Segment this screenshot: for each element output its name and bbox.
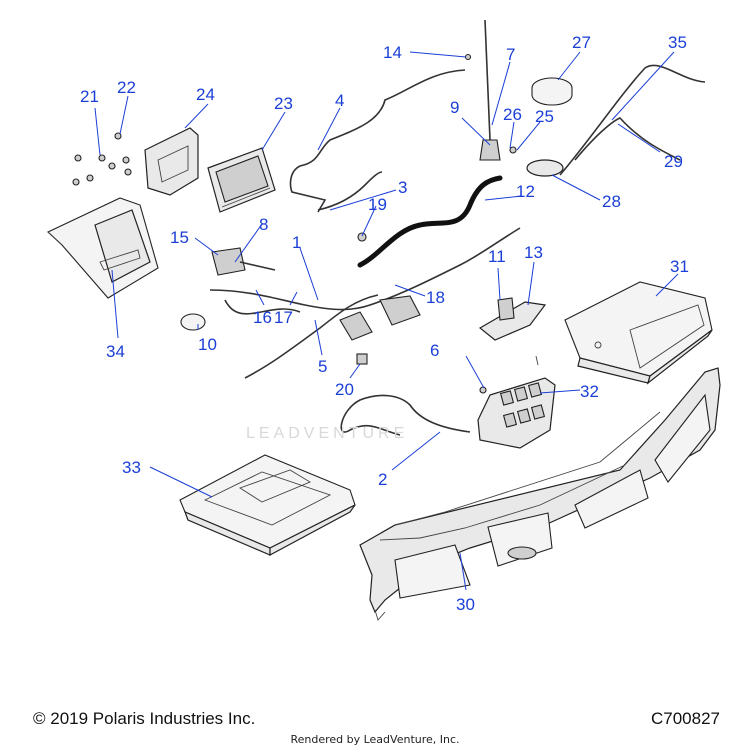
callout-30: 30 <box>456 595 475 614</box>
callout-7: 7 <box>506 45 515 64</box>
callout-17: 17 <box>274 308 293 327</box>
callout-21: 21 <box>80 87 99 106</box>
part-25-26-hardware <box>509 146 517 154</box>
callout-18: 18 <box>426 288 445 307</box>
callout-35: 35 <box>668 33 687 52</box>
callout-33: 33 <box>122 458 141 477</box>
part-32-switch-panel <box>477 355 556 449</box>
part-11-13-bracket <box>478 297 547 341</box>
callout-8: 8 <box>259 215 268 234</box>
part-19-clip <box>357 232 367 242</box>
part-31-storage-box <box>564 281 713 385</box>
callout-19: 19 <box>368 195 387 214</box>
callout-labels: 1 2 3 4 5 6 7 8 9 10 11 12 13 14 15 16 1… <box>80 33 689 614</box>
part-7-9-antenna <box>479 19 501 161</box>
callout-10: 10 <box>198 335 217 354</box>
part-14-screw <box>464 53 472 61</box>
leader-lines <box>94 51 679 591</box>
part-4-antenna-cable <box>289 69 466 213</box>
part-3-cable-end <box>317 171 383 211</box>
diagram-code: C700827 <box>650 709 720 728</box>
callout-22: 22 <box>117 78 136 97</box>
part-34-dash-bezel <box>47 197 159 299</box>
callout-14: 14 <box>383 43 402 62</box>
part-15-8-connector <box>211 247 276 276</box>
callout-9: 9 <box>450 98 459 117</box>
callout-31: 31 <box>670 257 689 276</box>
callout-34: 34 <box>106 342 125 361</box>
part-30-front-frame <box>359 367 721 621</box>
callout-15: 15 <box>170 228 189 247</box>
callout-28: 28 <box>602 192 621 211</box>
part-35-cable <box>559 64 706 176</box>
callout-6: 6 <box>430 341 439 360</box>
callout-2: 2 <box>378 470 387 489</box>
part-2-harness <box>340 394 471 436</box>
part-6-screw <box>479 386 487 394</box>
part-27-28-gps <box>526 77 573 177</box>
callout-1: 1 <box>292 233 301 252</box>
part-21-22-screws <box>72 132 132 186</box>
part-20-connector <box>356 353 368 365</box>
callout-5: 5 <box>318 357 327 376</box>
callout-23: 23 <box>274 94 293 113</box>
callout-12: 12 <box>516 182 535 201</box>
part-10-sensor <box>180 313 206 331</box>
callout-13: 13 <box>524 243 543 262</box>
callout-20: 20 <box>335 380 354 399</box>
callout-27: 27 <box>572 33 591 52</box>
callout-25: 25 <box>535 107 554 126</box>
copyright-text: © 2019 Polaris Industries Inc. <box>33 709 256 728</box>
callout-32: 32 <box>580 382 599 401</box>
part-12-black-cable <box>357 175 503 268</box>
callout-16: 16 <box>253 308 272 327</box>
rendered-by-text: Rendered by LeadVenture, Inc. <box>290 733 460 746</box>
part-33-floor-tray <box>179 454 356 557</box>
part-1-5-harness <box>209 227 521 379</box>
callout-11: 11 <box>488 247 506 266</box>
callout-26: 26 <box>503 105 522 124</box>
callout-24: 24 <box>196 85 215 104</box>
watermark: LEADVENTURE <box>246 425 409 442</box>
part-23-display <box>207 147 276 213</box>
callout-3: 3 <box>398 178 407 197</box>
callout-4: 4 <box>335 91 344 110</box>
part-24-mount-bracket <box>144 127 199 196</box>
callout-29: 29 <box>664 152 683 171</box>
